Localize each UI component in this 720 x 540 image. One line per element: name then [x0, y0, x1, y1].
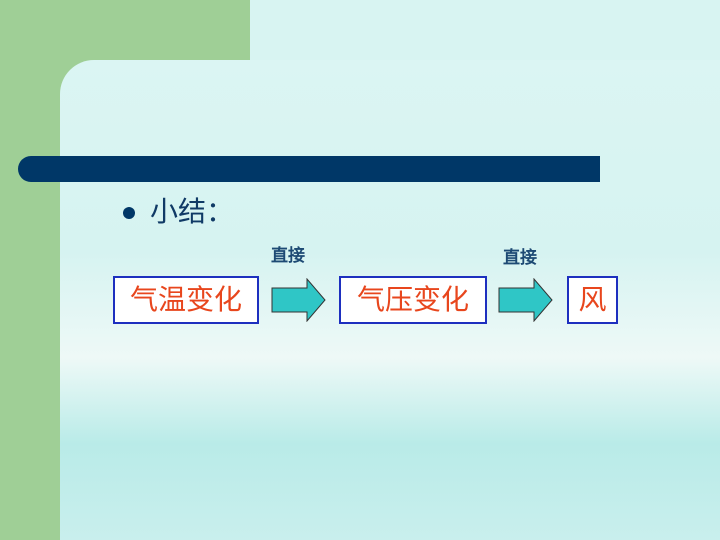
right-arrow-icon	[271, 278, 326, 322]
bullet-dot	[123, 207, 135, 219]
flow-box-temperature-change: 气温变化	[113, 276, 259, 324]
arrow-label-2: 直接	[503, 248, 537, 268]
arrow-label-1: 直接	[271, 246, 305, 266]
title-bar	[18, 156, 600, 182]
summary-heading: 小结：	[150, 195, 235, 228]
flow-box-wind: 风	[567, 276, 618, 324]
flow-box-pressure-change: 气压变化	[339, 276, 487, 324]
right-arrow-icon	[498, 278, 553, 322]
top-background	[250, 0, 720, 60]
